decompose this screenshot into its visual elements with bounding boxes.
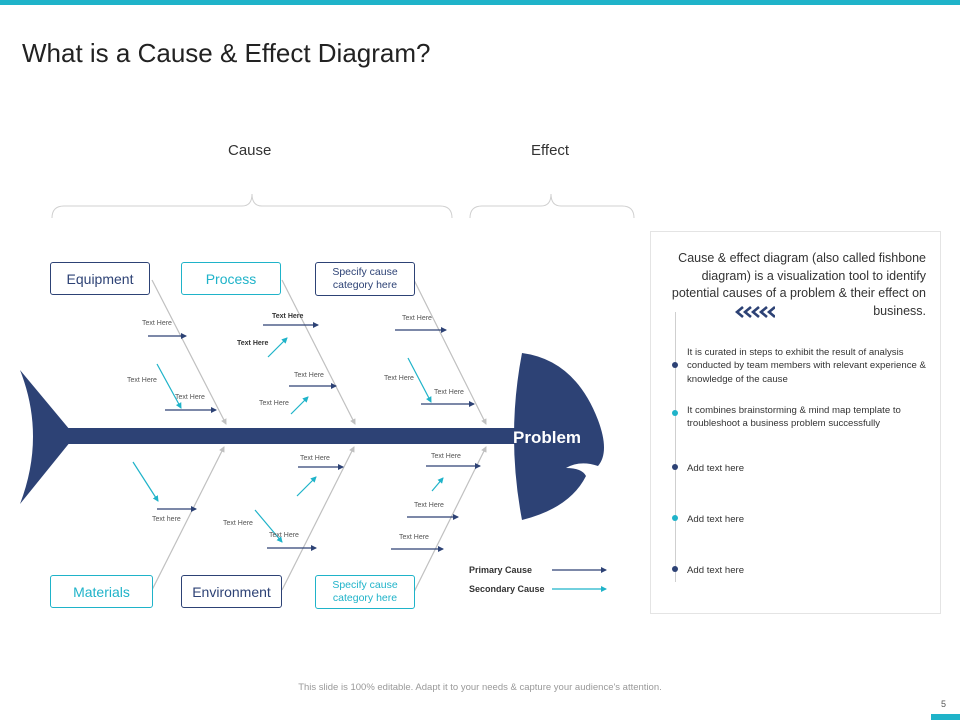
legend-secondary-label: Secondary Cause bbox=[469, 584, 545, 594]
top-accent-bar bbox=[0, 0, 960, 5]
bullet-text: Add text here bbox=[687, 514, 745, 525]
cause-arrow bbox=[296, 476, 317, 497]
effect-brace bbox=[469, 193, 635, 219]
cause-label: Text Here bbox=[269, 532, 299, 539]
category-process: Process bbox=[181, 262, 281, 295]
cause-arrow bbox=[254, 509, 283, 543]
cause-label: Text Here bbox=[175, 394, 205, 401]
cause-label: Text Here bbox=[259, 400, 289, 407]
bullet-dot bbox=[672, 410, 678, 416]
bullet-text: Add text here bbox=[687, 565, 745, 576]
page-number: 5 bbox=[941, 699, 947, 709]
bullet-dot bbox=[672, 515, 678, 521]
bone-specify-top bbox=[413, 279, 487, 425]
bone-equipment bbox=[151, 279, 227, 425]
chevrons-left-icon bbox=[735, 306, 775, 318]
cause-label: Text Here bbox=[431, 453, 461, 460]
fish-head bbox=[514, 353, 604, 520]
cause-label: Text Here bbox=[142, 320, 172, 327]
bullet-dot bbox=[672, 362, 678, 368]
cause-label: Text Here bbox=[294, 372, 324, 379]
problem-label: Problem bbox=[513, 428, 582, 447]
timeline-line bbox=[675, 312, 676, 582]
cause-label: Text Here bbox=[384, 375, 414, 382]
description-panel bbox=[650, 231, 941, 614]
fish-tail bbox=[20, 370, 75, 504]
cause-arrow bbox=[431, 477, 444, 492]
cause-label: Text Here bbox=[434, 389, 464, 396]
cause-arrow bbox=[290, 396, 309, 415]
bone-environment bbox=[281, 446, 355, 591]
bullet-text: Add text here bbox=[687, 463, 745, 474]
cause-label: Text Here bbox=[414, 502, 444, 509]
bullet-text: It combines brainstorming & mind map tem… bbox=[687, 405, 901, 430]
cause-label: Text Here bbox=[223, 520, 253, 527]
cause-label: Text Here bbox=[272, 313, 304, 320]
cause-arrow bbox=[156, 363, 182, 409]
category-materials: Materials bbox=[50, 575, 153, 608]
cause-arrow bbox=[407, 357, 432, 403]
page-accent-bar bbox=[931, 714, 960, 720]
footer-note: This slide is 100% editable. Adapt it to… bbox=[298, 682, 662, 693]
category-environment: Environment bbox=[181, 575, 282, 608]
effect-header: Effect bbox=[531, 142, 570, 159]
bullet-dot bbox=[672, 566, 678, 572]
cause-arrow bbox=[267, 337, 288, 358]
cause-label: Text Here bbox=[300, 455, 330, 462]
legend-primary-label: Primary Cause bbox=[469, 565, 533, 575]
cause-label: Text Here bbox=[402, 315, 432, 322]
cause-label: Text Here bbox=[127, 377, 157, 384]
bone-process bbox=[281, 279, 356, 425]
bone-specify-bottom bbox=[413, 446, 487, 593]
category-specify-top: Specify cause category here bbox=[315, 262, 415, 296]
cause-arrow bbox=[132, 461, 159, 502]
slide-title: What is a Cause & Effect Diagram? bbox=[22, 38, 431, 68]
category-specify-bottom: Specify cause category here bbox=[315, 575, 415, 609]
panel-intro-text: Cause & effect diagram (also called fish… bbox=[671, 251, 926, 318]
cause-header: Cause bbox=[228, 142, 272, 159]
cause-label: Text Here bbox=[399, 534, 429, 541]
bone-materials bbox=[151, 446, 225, 591]
category-equipment: Equipment bbox=[50, 262, 150, 295]
bullet-text: It is curated in steps to exhibit the re… bbox=[687, 347, 926, 385]
cause-brace bbox=[51, 193, 453, 219]
bullet-dot bbox=[672, 464, 678, 470]
cause-label: Text here bbox=[152, 516, 181, 523]
fish-spine bbox=[62, 428, 524, 444]
cause-label: Text Here bbox=[237, 340, 269, 347]
